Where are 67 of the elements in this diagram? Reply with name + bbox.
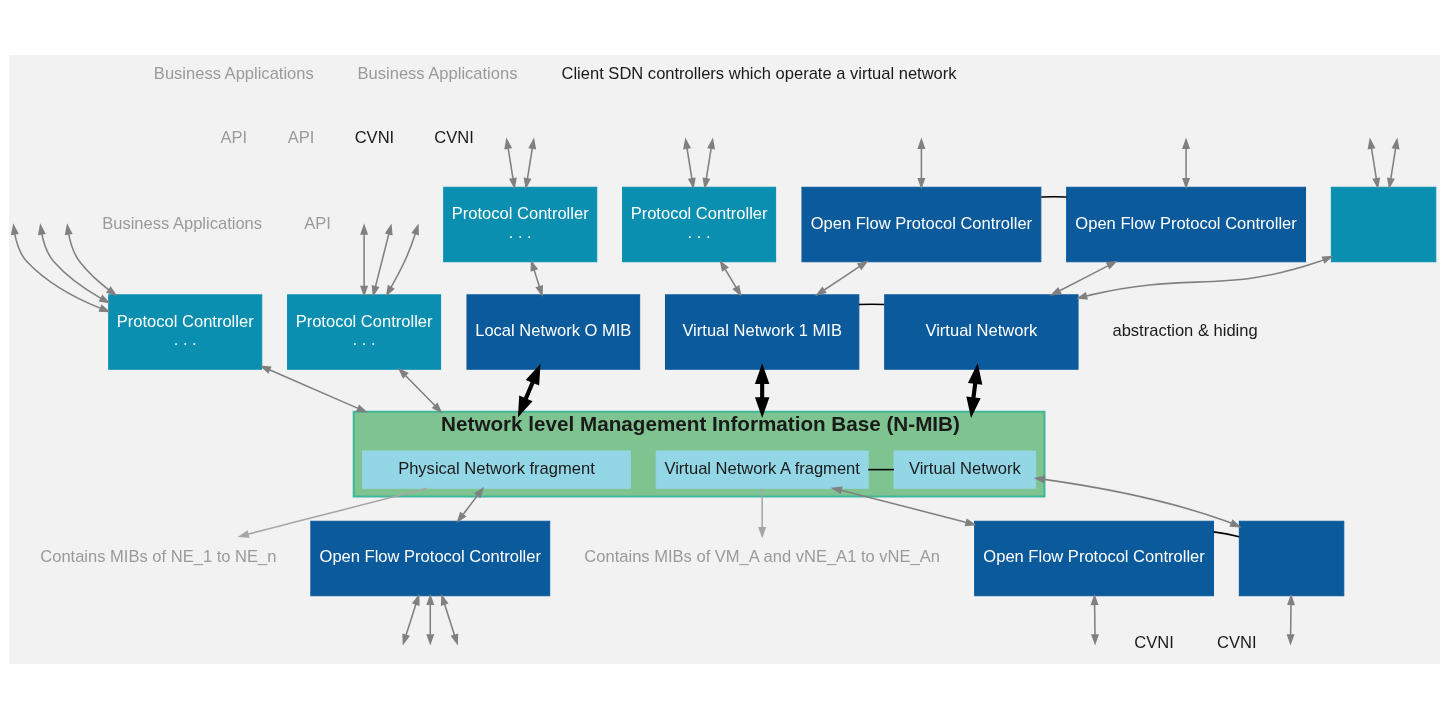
label: Business Applications [357, 63, 518, 83]
node-box [1238, 520, 1345, 597]
connector [1040, 195, 1068, 198]
arrow [523, 137, 537, 190]
arrow [426, 593, 435, 646]
label: Business Applications [153, 63, 314, 83]
arrow [830, 486, 977, 527]
arrow [719, 259, 742, 297]
node-box: Virtual Network 1 MIB [664, 294, 860, 370]
arrow [64, 223, 118, 297]
node-box: Open Flow Protocol Controller [801, 186, 1042, 263]
label: API [220, 127, 248, 147]
arrow [1033, 475, 1242, 528]
arrow [702, 137, 716, 190]
arrow [37, 223, 111, 304]
node-text: Contains MIBs of VM_A and vNE_A1 to vNE_An [584, 547, 940, 567]
node-box: Physical Network fragment [362, 450, 631, 489]
arrow [1386, 137, 1400, 190]
arrow [1182, 137, 1191, 190]
arrow [1075, 255, 1334, 300]
arrow [10, 223, 111, 313]
node-box: Protocol Controller . . . [443, 186, 598, 263]
arrow [440, 593, 459, 646]
arrow [402, 593, 420, 646]
connector [858, 303, 886, 306]
arrow [917, 137, 926, 190]
arrow [385, 223, 419, 297]
label: CVNI [354, 127, 395, 147]
arrow [1367, 137, 1381, 190]
arrow [758, 487, 767, 539]
arrow [259, 365, 368, 413]
label: Client SDN controllers which operate a virtual network [561, 63, 957, 83]
node-box: Local Network O MIB [466, 294, 641, 370]
arrow [1286, 593, 1295, 646]
node-box: Open Flow Protocol Controller [1066, 186, 1307, 263]
label: CVNI [1217, 633, 1257, 653]
node-box: Open Flow Protocol Controller [974, 520, 1214, 597]
arrow [397, 367, 443, 414]
node-box: Open Flow Protocol Controller [310, 520, 551, 597]
node-box: Protocol Controller . . . [622, 186, 777, 263]
node-text: Contains MIBs of NE_1 to NE_n [40, 547, 277, 567]
arrow [504, 137, 517, 190]
connector [1212, 531, 1240, 538]
arrow [517, 363, 541, 418]
label: API [287, 127, 315, 147]
label: API [304, 213, 331, 233]
node-box [1330, 186, 1437, 263]
arrow [815, 260, 869, 296]
arrow [1049, 260, 1118, 296]
node-box: Protocol Controller . . . [287, 294, 442, 370]
arrow [966, 363, 983, 418]
arrow [683, 137, 696, 190]
arrow [1090, 593, 1099, 646]
label: Business Applications [102, 213, 263, 233]
arrow [371, 223, 393, 298]
node-box: Virtual Network [893, 450, 1037, 489]
arrow [530, 259, 543, 297]
connector [867, 468, 895, 471]
node-box: Virtual Network [884, 294, 1079, 370]
label: abstraction & hiding [1112, 321, 1258, 341]
label: CVNI [434, 127, 474, 147]
node-box: Protocol Controller . . . [108, 294, 263, 370]
label: CVNI [1134, 633, 1174, 653]
node-box: Virtual Network A fragment [655, 450, 869, 489]
arrow [360, 223, 369, 298]
arrow [456, 486, 485, 524]
arrow [754, 363, 770, 418]
